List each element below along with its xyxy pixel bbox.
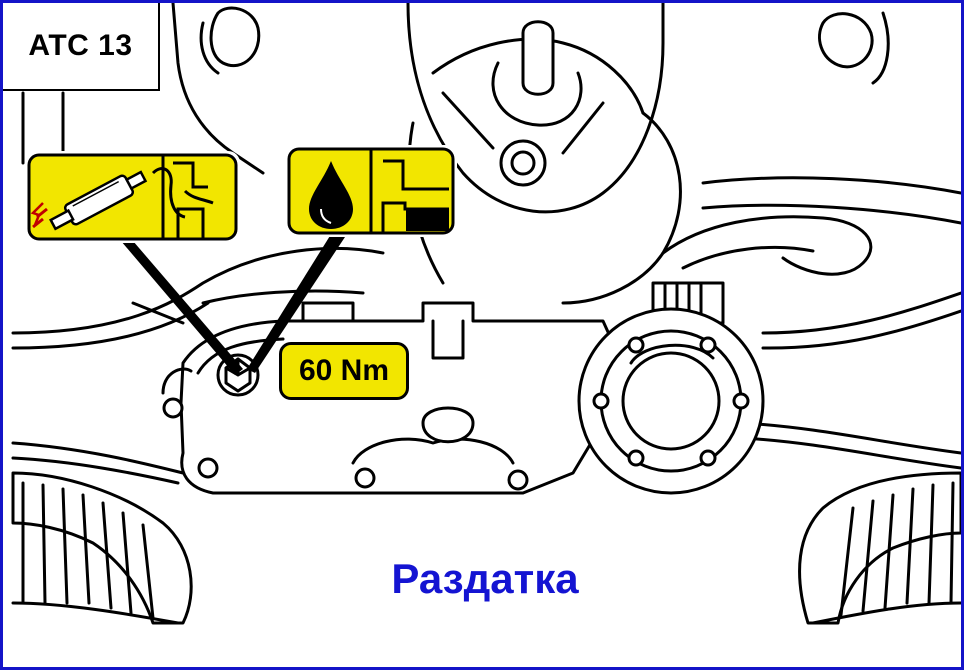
caption: Раздатка: [3, 555, 964, 603]
caption-text: Раздатка: [391, 555, 579, 602]
left-tire: [11, 471, 193, 625]
output-flange: [577, 307, 765, 495]
procedure-code: ATC 13: [28, 29, 133, 62]
torque-spec-label: 60 Nm: [279, 342, 409, 400]
transfer-case-illustration: [11, 3, 961, 625]
oil-drop-fill-level-icon: [285, 145, 457, 237]
right-tire: [798, 471, 961, 625]
torque-value: 60 Nm: [298, 354, 390, 387]
callout-pointers: [121, 231, 345, 375]
oil-drain-pump-icon: [25, 151, 240, 243]
procedure-code-box: ATC 13: [3, 3, 160, 91]
